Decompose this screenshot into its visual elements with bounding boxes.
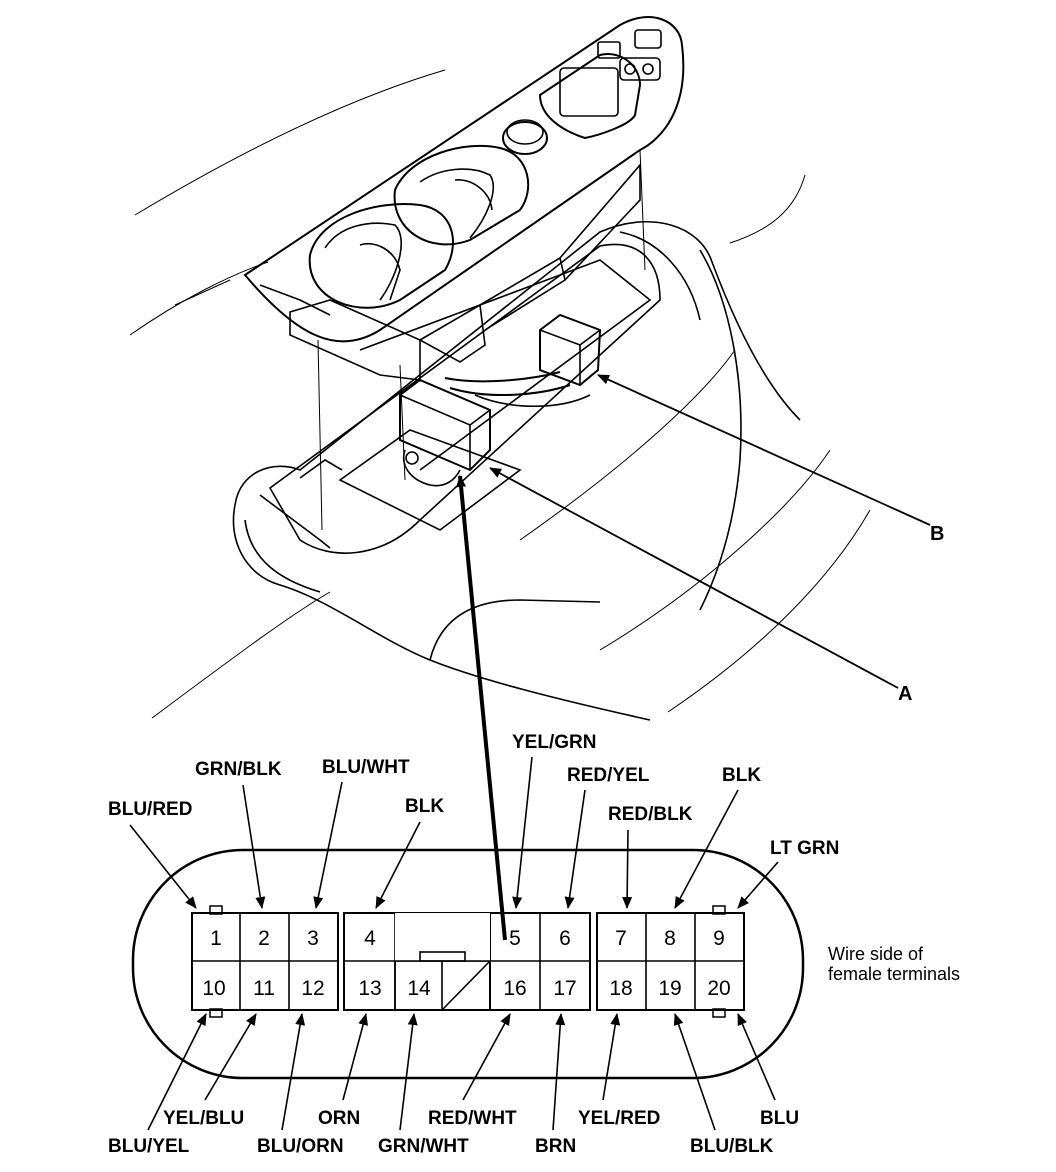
wire-label-pin12: BLU/ORN <box>257 1136 344 1157</box>
wire-label-pin14: GRN/WHT <box>378 1136 469 1157</box>
wire-label-pin4: BLK <box>405 796 444 817</box>
pin-12: 12 <box>301 977 324 1000</box>
pin-5: 5 <box>509 927 521 950</box>
wire-label-pin6: RED/YEL <box>567 765 650 786</box>
wire-label-pin11: YEL/BLU <box>163 1108 244 1129</box>
wire-label-pin9: LT GRN <box>770 838 839 859</box>
pin-11: 11 <box>253 977 275 1000</box>
callout-a-label: A <box>898 683 912 705</box>
console-illustration <box>129 16 871 721</box>
wire-label-pin16: RED/WHT <box>428 1108 517 1129</box>
pin-8: 8 <box>664 927 676 950</box>
pin-4: 4 <box>364 927 376 950</box>
bottom-wire-leaders <box>147 1013 776 1131</box>
wire-label-pin13: ORN <box>318 1108 360 1129</box>
pin-numbers: 1 2 3 4 5 6 7 8 9 10 11 12 13 14 16 17 1… <box>202 927 730 1000</box>
top-wire-leaders <box>129 756 779 909</box>
pin-19: 19 <box>658 977 681 1000</box>
pin-17: 17 <box>553 977 576 1000</box>
caption-line-2: female terminals <box>828 964 960 984</box>
wire-label-pin18: YEL/RED <box>578 1108 660 1129</box>
pin-14: 14 <box>407 977 431 1000</box>
pin-16: 16 <box>503 977 526 1000</box>
pin-20: 20 <box>707 977 730 1000</box>
caption-line-1: Wire side of <box>828 944 924 964</box>
bottom-wire-labels: BLU/YEL YEL/BLU BLU/ORN ORN GRN/WHT RED/… <box>108 1108 799 1157</box>
wire-label-pin1: BLU/RED <box>108 799 192 820</box>
wire-label-pin17: BRN <box>535 1136 576 1157</box>
wire-label-pin20: BLU <box>760 1108 799 1129</box>
callout-b-label: B <box>930 523 944 545</box>
pin-18: 18 <box>609 977 632 1000</box>
wire-label-pin5: YEL/GRN <box>512 732 596 753</box>
callout-a-leader <box>489 467 899 689</box>
pin-3: 3 <box>307 927 319 950</box>
connector-face <box>131 848 805 1080</box>
wire-label-pin3: BLU/WHT <box>322 757 410 778</box>
pin-7: 7 <box>615 927 627 950</box>
pin-2: 2 <box>258 927 270 950</box>
pin-1: 1 <box>210 927 222 950</box>
top-wire-labels: BLU/RED GRN/BLK BLU/WHT BLK YEL/GRN RED/… <box>108 732 839 859</box>
pin-9: 9 <box>713 927 725 950</box>
wire-label-pin10: BLU/YEL <box>108 1136 190 1157</box>
pin-6: 6 <box>559 927 571 950</box>
wire-label-pin7: RED/BLK <box>608 804 693 825</box>
wire-label-pin8: BLK <box>722 765 761 786</box>
wire-label-pin19: BLU/BLK <box>690 1136 774 1157</box>
connector-a-pointer-arrow <box>456 475 507 941</box>
pin-13: 13 <box>358 977 381 1000</box>
connector-outline <box>131 848 805 1080</box>
callout-b-leader <box>597 374 931 526</box>
wire-label-pin2: GRN/BLK <box>195 759 282 780</box>
pin-10: 10 <box>202 977 225 1000</box>
